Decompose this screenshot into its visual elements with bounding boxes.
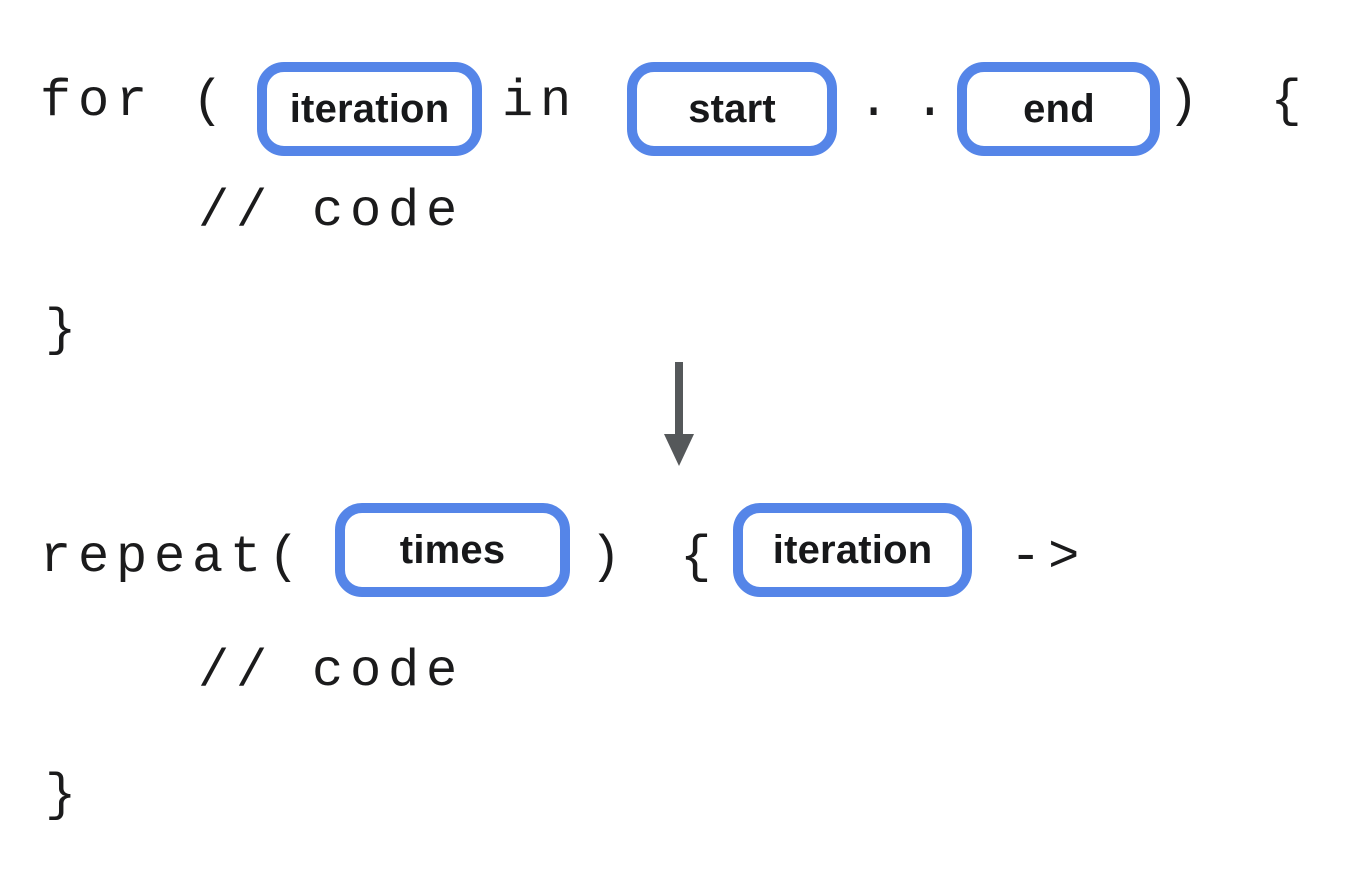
repeat-closing-brace: } xyxy=(45,766,84,825)
for-keyword: for ( xyxy=(40,72,231,131)
end-chip-label: end xyxy=(1023,86,1095,131)
range-operator: .. xyxy=(858,72,971,131)
for-close-paren: ) xyxy=(1167,72,1206,131)
repeat-open-brace: { xyxy=(680,528,719,587)
repeat-body-comment: // code xyxy=(198,642,465,701)
repeat-close-paren: ) xyxy=(590,528,629,587)
down-arrow-icon xyxy=(664,362,694,466)
for-body-comment: // code xyxy=(198,182,465,241)
iteration-placeholder-chip: iteration xyxy=(257,62,483,156)
arrow-head xyxy=(664,434,694,466)
end-placeholder-chip: end xyxy=(957,62,1161,156)
iteration-chip-label: iteration xyxy=(289,86,450,131)
lambda-arrow-operator: -> xyxy=(1010,528,1087,587)
times-chip-label: times xyxy=(399,527,506,572)
for-open-brace: { xyxy=(1270,72,1309,131)
start-placeholder-chip: start xyxy=(627,62,838,156)
start-chip-label: start xyxy=(688,86,776,131)
repeat-keyword: repeat( xyxy=(40,528,307,587)
for-signature-line: for ( iteration in start .. end ) { xyxy=(40,60,1309,158)
in-keyword: in xyxy=(502,72,579,131)
iteration-chip-label: iteration xyxy=(772,527,933,572)
times-placeholder-chip: times xyxy=(335,503,571,597)
repeat-signature-line: repeat( times ) { iteration -> xyxy=(40,500,1086,600)
for-closing-brace: } xyxy=(45,301,84,360)
iteration-placeholder-chip: iteration xyxy=(733,503,973,597)
